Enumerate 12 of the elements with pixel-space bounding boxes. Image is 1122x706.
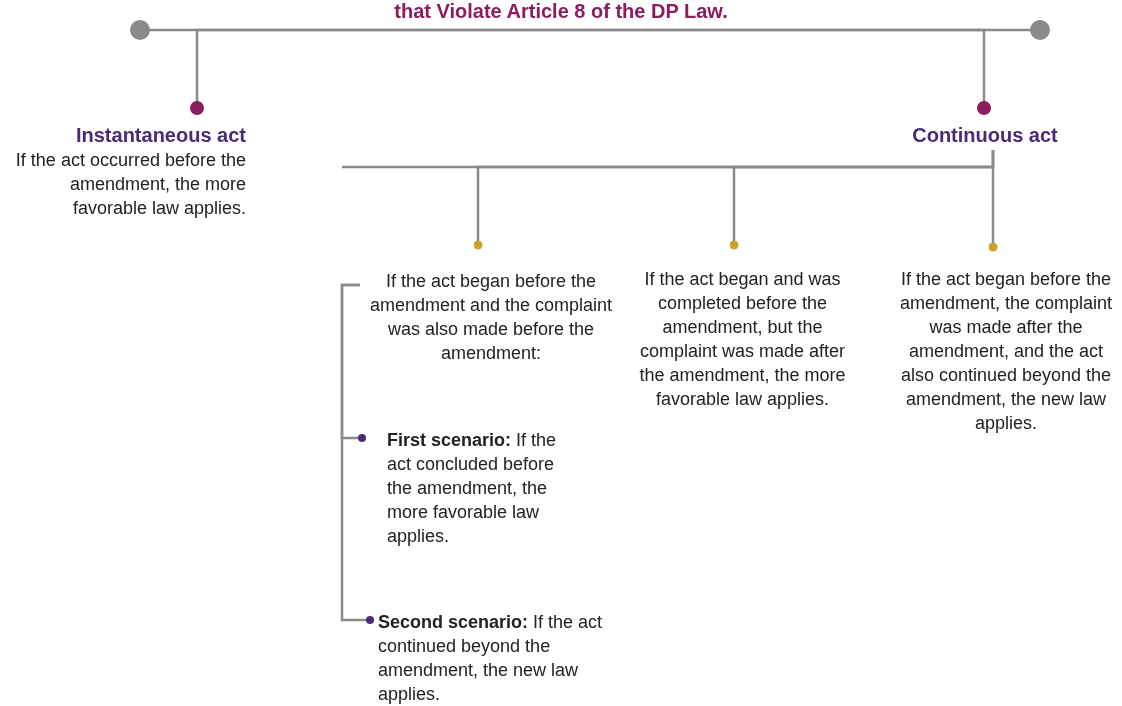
rule-text: First scenario: If the act concluded before the amendment, the more favorable law applies. <box>387 429 558 548</box>
rule-text: Second scenario: If the act continued beyond the amendment, the new law applies. <box>378 611 604 706</box>
rule-text: If the act began before the amendment and the complaint was also made before the amendment: <box>368 270 614 365</box>
rule-text: If the act began and was completed before the amendment, but the complaint was made after the amendment, the more favorable law applies. <box>638 268 847 411</box>
rule-text: If the act began before the amendment, the complaint was made after the amendment, and the act also continued beyond the amendment, the new law applies. <box>898 268 1114 435</box>
category-heading: Continuous act <box>911 123 1059 148</box>
diagram-title: that Violate Article 8 of the DP Law. <box>393 0 729 22</box>
rule-text: If the act occurred before the amendment, the more favorable law applies. <box>14 149 246 220</box>
category-heading: Instantaneous act <box>74 123 246 148</box>
connector-line <box>988 150 998 252</box>
connector-line <box>340 283 374 624</box>
connector-line <box>190 28 991 115</box>
